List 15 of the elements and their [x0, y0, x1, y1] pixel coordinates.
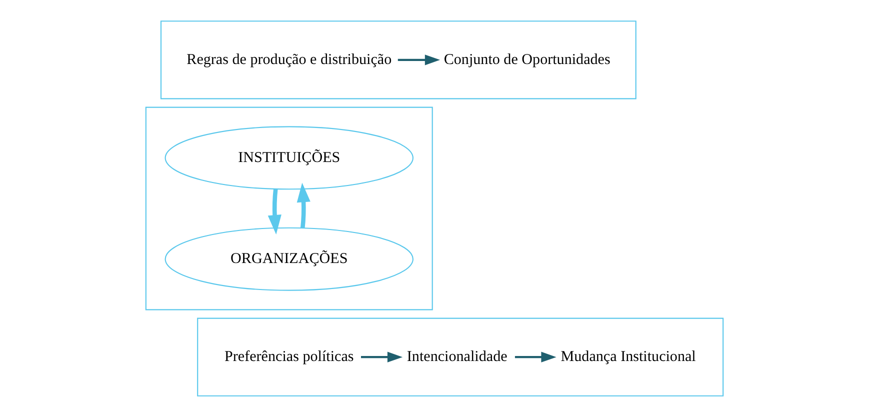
arrow: [398, 54, 440, 66]
cluster: [197, 318, 724, 396]
arrow: [268, 189, 282, 234]
node-ellipse: INSTITUIÇÕES: [164, 126, 414, 190]
node-text: Preferências políticas: [224, 349, 354, 366]
arrow: [296, 182, 310, 228]
node-text: Regras de produção e distribuição: [186, 52, 392, 68]
cluster: [145, 106, 433, 310]
node-text: Conjunto de Oportunidades: [444, 52, 610, 68]
node-text: Intencionalidade: [406, 349, 508, 366]
node-ellipse: ORGANIZAÇÕES: [164, 227, 414, 291]
arrow: [514, 352, 556, 362]
cluster: [160, 20, 636, 100]
arrow: [361, 352, 403, 362]
node-text: Mudança Institucional: [560, 349, 696, 366]
